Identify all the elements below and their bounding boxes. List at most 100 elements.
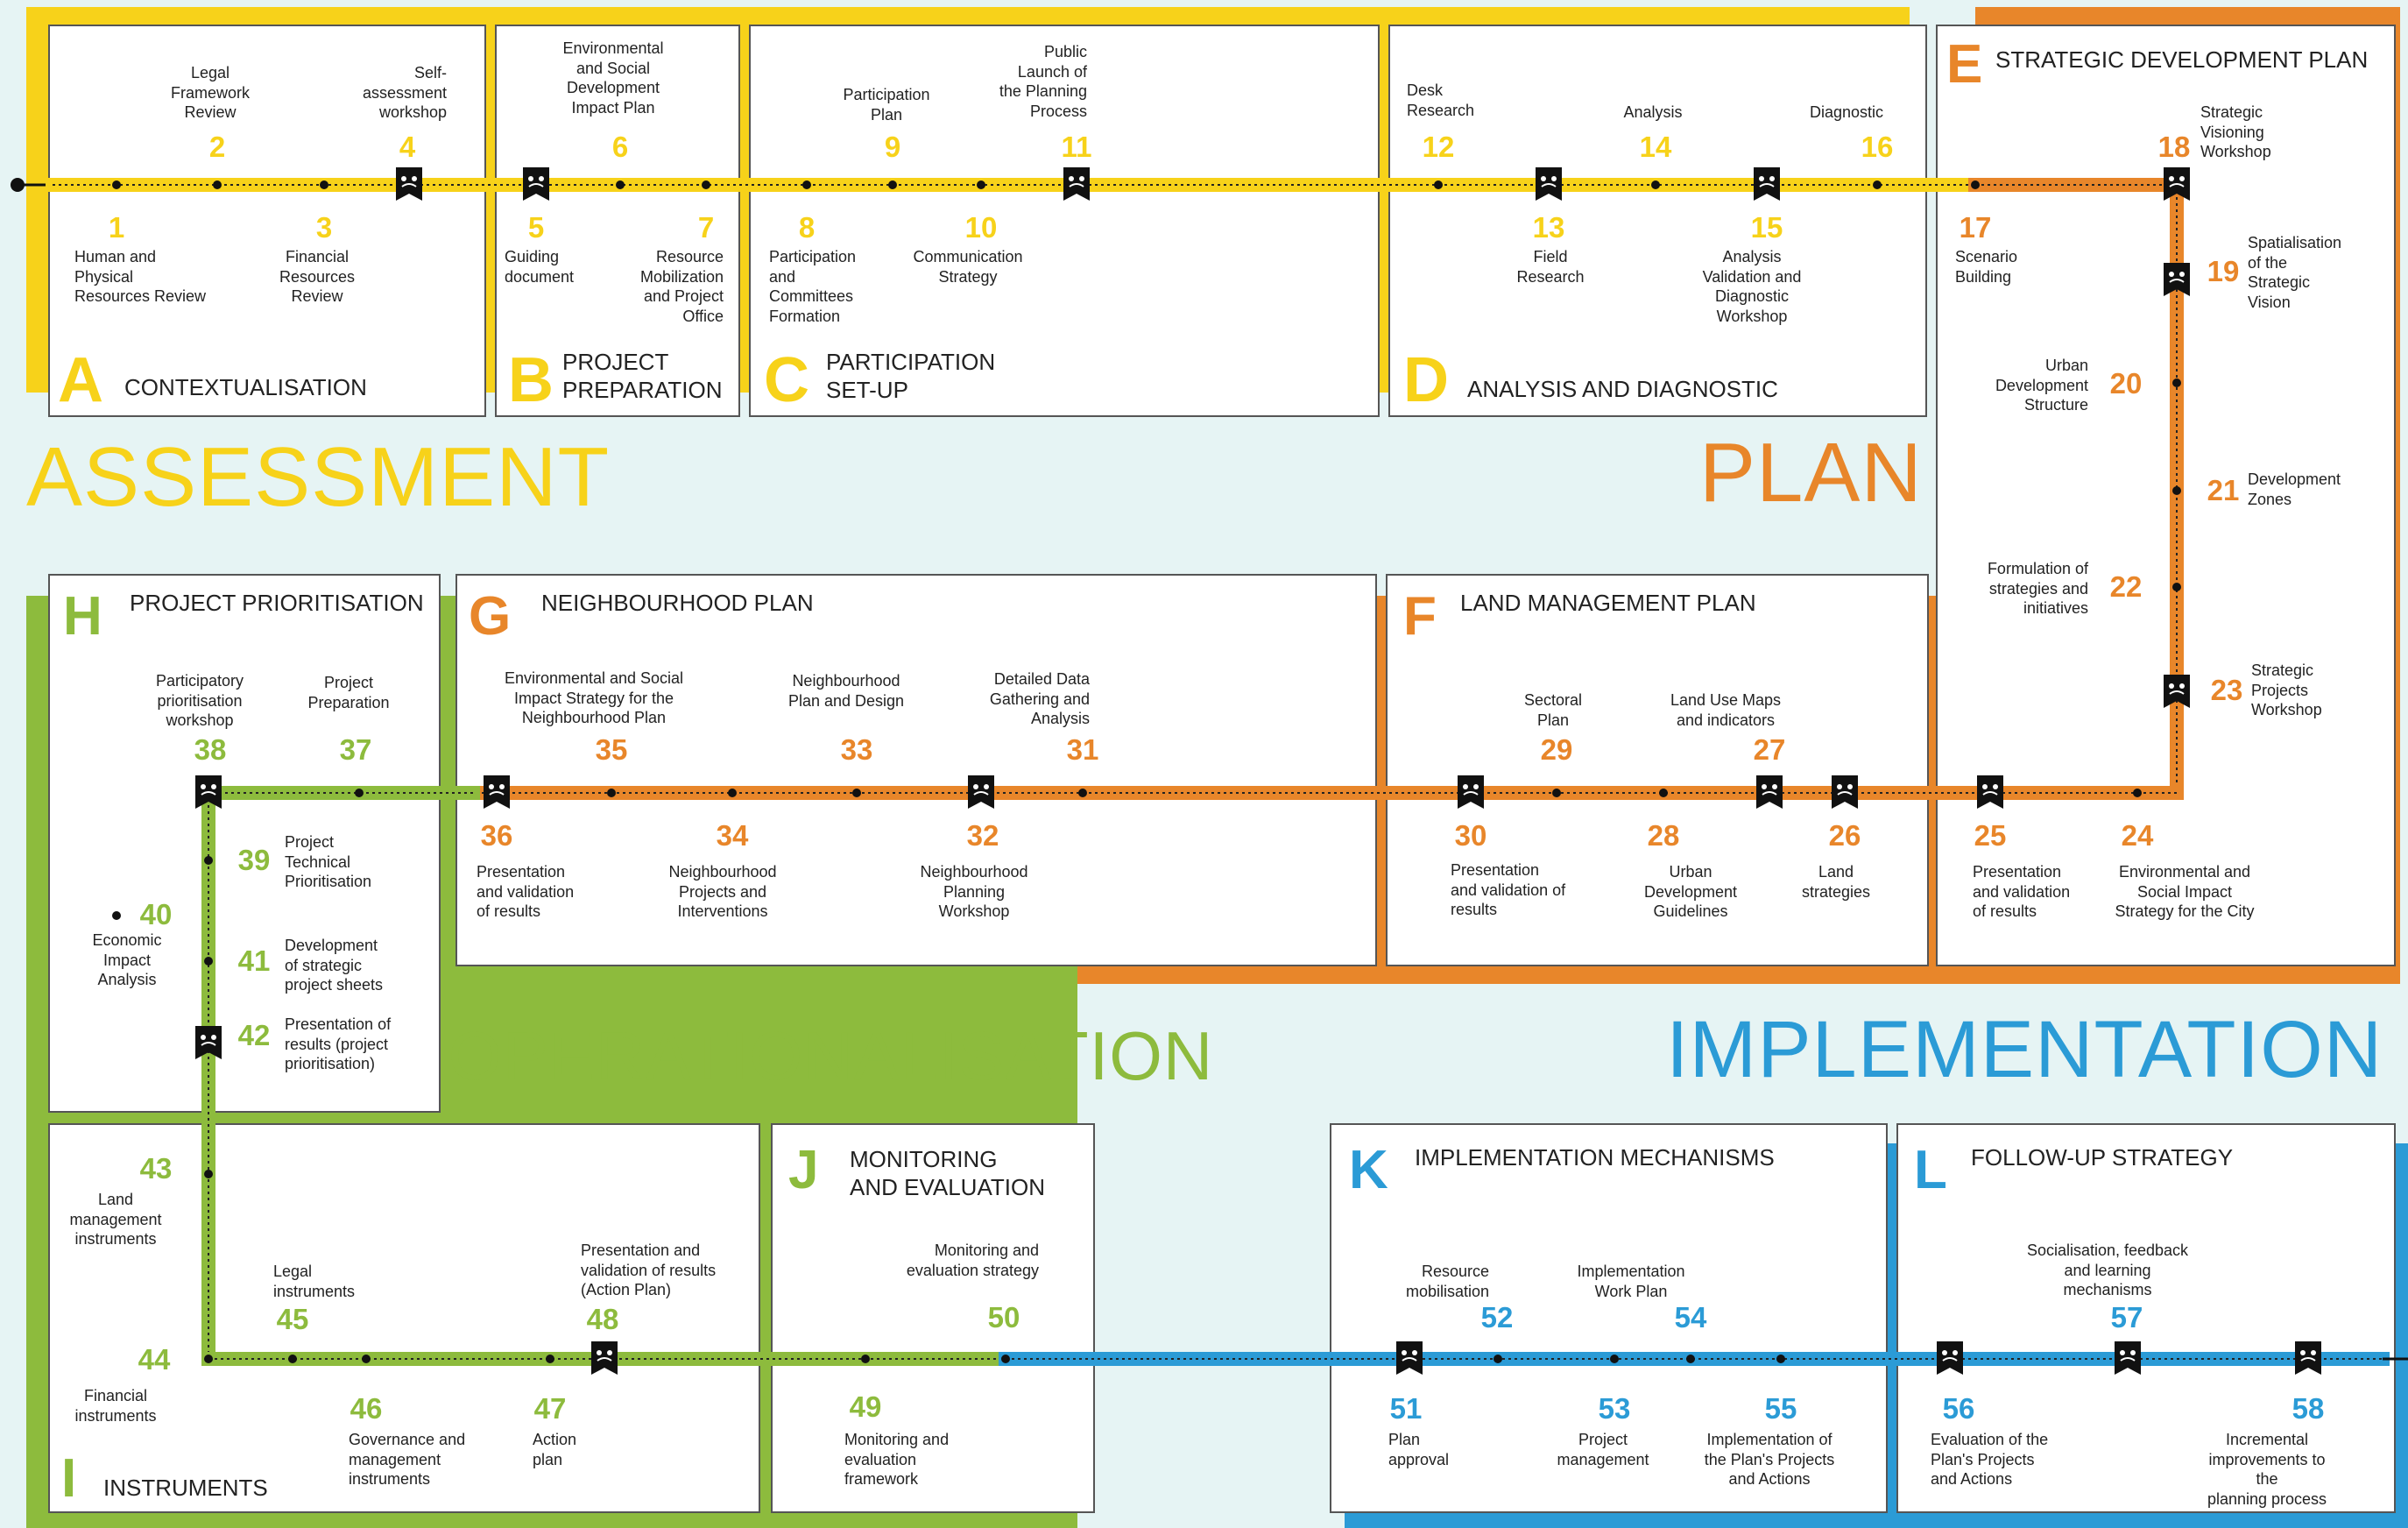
step-label-9: Participation Plan xyxy=(843,86,930,124)
step-number-42: 42 xyxy=(237,1019,271,1051)
step-dot-53 xyxy=(1610,1355,1619,1363)
marker-face-mouth xyxy=(2169,279,2185,283)
section-letter-c: C xyxy=(764,345,809,415)
step-dot-20 xyxy=(2172,378,2181,387)
marker-face-dot xyxy=(1402,1350,1407,1355)
step-label-52: Resource mobilisation xyxy=(1405,1263,1489,1300)
step-number-23: 23 xyxy=(2210,674,2243,706)
step-label-21: Development Zones xyxy=(2248,470,2341,508)
workshop-marker-48 xyxy=(591,1341,618,1375)
marker-face-mouth xyxy=(2169,690,2185,695)
step-number-56: 56 xyxy=(1942,1392,1975,1425)
section-title-e: STRATEGIC DEVELOPMENT PLAN xyxy=(1995,46,2369,73)
step-number-33: 33 xyxy=(840,733,873,766)
marker-face-dot xyxy=(201,784,206,789)
step-dot-3 xyxy=(320,180,328,189)
step-label-35: Environmental and Social Impact Strategy… xyxy=(504,669,684,726)
panel-c xyxy=(749,25,1380,417)
step-number-20: 20 xyxy=(2109,367,2143,400)
marker-face-mouth xyxy=(201,1042,216,1046)
step-number-32: 32 xyxy=(966,819,999,852)
marker-face-dot xyxy=(1551,176,1557,181)
marker-face-mouth xyxy=(1541,183,1557,187)
marker-face-dot xyxy=(2130,1350,2136,1355)
step-dot-16 xyxy=(1873,180,1882,189)
step-label-43: Land management instruments xyxy=(69,1191,162,1248)
marker-face-dot xyxy=(1762,784,1767,789)
step-label-50: Monitoring and evaluation strategy xyxy=(906,1242,1039,1279)
marker-face-mouth xyxy=(1762,791,1777,796)
step-number-25: 25 xyxy=(1974,819,2007,852)
panel-a xyxy=(48,25,486,417)
step-label-55: Implementation of the Plan's Projects an… xyxy=(1704,1431,1835,1488)
workshop-marker-58 xyxy=(2295,1341,2321,1375)
section-title-f: LAND MANAGEMENT PLAN xyxy=(1460,590,1756,616)
step-label-16: Diagnostic xyxy=(1809,103,1884,121)
workshop-marker-51 xyxy=(1396,1341,1423,1375)
step-label-58: Incremental improvements to the planning… xyxy=(2207,1431,2327,1508)
section-letter-j: J xyxy=(788,1140,819,1200)
marker-face-dot xyxy=(1069,176,1074,181)
step-number-48: 48 xyxy=(586,1303,619,1335)
step-number-29: 29 xyxy=(1540,733,1573,766)
marker-face-mouth xyxy=(201,791,216,796)
marker-face-dot xyxy=(607,1350,612,1355)
workshop-marker-32 xyxy=(968,775,994,809)
step-label-5: Guiding document xyxy=(505,248,575,286)
step-number-58: 58 xyxy=(2291,1392,2325,1425)
step-label-4: Self- assessment workshop xyxy=(362,64,447,121)
marker-face-dot xyxy=(1079,176,1084,181)
marker-face-dot xyxy=(201,1035,206,1040)
panel-k xyxy=(1330,1123,1888,1513)
step-label-31: Detailed Data Gathering and Analysis xyxy=(989,670,1090,727)
step-number-27: 27 xyxy=(1753,733,1786,766)
phase-operationalisation: OPERATIONALISATION xyxy=(448,1017,1214,1094)
step-number-16: 16 xyxy=(1861,131,1894,163)
step-label-19: Spatialisation of the Strategic Vision xyxy=(2248,234,2342,311)
step-label-37: Project Preparation xyxy=(307,674,390,711)
marker-face-mouth xyxy=(973,791,989,796)
marker-face-dot xyxy=(412,176,417,181)
workshop-marker-11 xyxy=(1063,167,1090,201)
marker-face-mouth xyxy=(401,183,417,187)
step-label-13: Field Research xyxy=(1516,248,1585,286)
step-dot-35 xyxy=(607,789,616,797)
marker-face-dot xyxy=(2120,1350,2125,1355)
marker-face-dot xyxy=(211,1035,216,1040)
step-number-21: 21 xyxy=(2207,474,2240,506)
step-number-50: 50 xyxy=(987,1301,1020,1333)
step-number-5: 5 xyxy=(527,211,545,244)
step-number-55: 55 xyxy=(1764,1392,1797,1425)
workshop-marker-38 xyxy=(195,775,222,809)
step-number-19: 19 xyxy=(2207,255,2240,287)
marker-face-dot xyxy=(489,784,494,789)
section-title-k: IMPLEMENTATION MECHANISMS xyxy=(1415,1144,1775,1171)
marker-face-mouth xyxy=(2169,183,2185,187)
step-label-38: Participatory prioritisation workshop xyxy=(155,672,244,729)
step-label-20: Urban Development Structure xyxy=(1995,357,2088,414)
step-label-2: Legal Framework Review xyxy=(170,64,251,121)
marker-face-dot xyxy=(1942,1350,1947,1355)
workshop-marker-5 xyxy=(523,167,549,201)
step-number-38: 38 xyxy=(194,733,227,766)
marker-face-mouth xyxy=(1463,791,1479,796)
step-dot-29 xyxy=(1552,789,1561,797)
step-number-7: 7 xyxy=(697,211,715,244)
step-dot-41 xyxy=(204,957,213,966)
workshop-marker-18 xyxy=(2164,167,2190,201)
step-number-30: 30 xyxy=(1454,819,1487,852)
step-label-11: Public Launch of the Planning Process xyxy=(999,43,1087,120)
step-label-26: Land strategies xyxy=(1801,863,1871,901)
step-number-18: 18 xyxy=(2157,131,2191,163)
panel-g xyxy=(455,574,1377,966)
step-label-15: Analysis Validation and Diagnostic Works… xyxy=(1702,248,1802,325)
step-dot-10 xyxy=(977,180,985,189)
section-letter-h: H xyxy=(63,586,102,647)
step-number-12: 12 xyxy=(1422,131,1455,163)
marker-face-dot xyxy=(2311,1350,2316,1355)
marker-face-dot xyxy=(984,784,989,789)
marker-face-dot xyxy=(528,176,533,181)
marker-face-dot xyxy=(539,176,544,181)
marker-face-mouth xyxy=(1759,183,1775,187)
step-dot-44 xyxy=(204,1355,213,1363)
